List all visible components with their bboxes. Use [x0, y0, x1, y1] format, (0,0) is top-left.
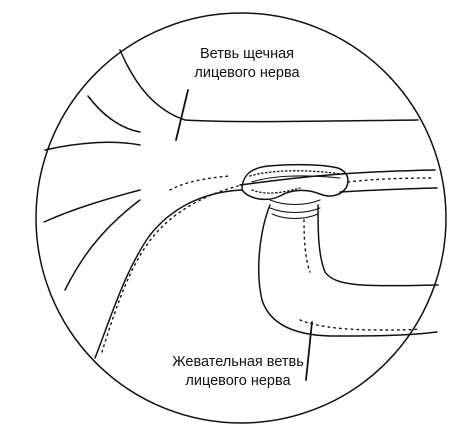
- label-masseteric-line1: Жевательная ветвь: [172, 354, 304, 370]
- nerve-branch-left-lower: [64, 199, 141, 291]
- hatching-trunk-lower: [101, 185, 239, 353]
- clamp-body: [241, 163, 349, 201]
- leader-line-masseteric: [305, 321, 313, 381]
- ligature-band-1: [269, 199, 321, 206]
- nerve-trunk-upper-edge: [119, 49, 419, 123]
- hatching-masseteric-outer: [299, 319, 421, 331]
- clamp-inner-line: [251, 175, 341, 183]
- label-buccal-branch: Ветвь щечная лицевого нерва: [172, 45, 322, 83]
- hatching-trunk-upper: [169, 175, 231, 191]
- vessel-lower-edge: [339, 187, 438, 193]
- label-masseteric-line2: лицевого нерва: [185, 373, 291, 389]
- leader-line-buccal: [175, 89, 189, 141]
- nerve-trunk-lower-edge: [94, 189, 243, 359]
- clamp-hatching-lower: [251, 187, 301, 194]
- field-of-view-circle: [35, 12, 447, 424]
- clamp-hatching: [249, 170, 343, 177]
- label-buccal-line2: лицевого нерва: [194, 65, 300, 81]
- nerve-branch-top-left: [87, 95, 141, 133]
- hatching-vessel-upper: [347, 177, 433, 183]
- hatching-masseteric-inner: [303, 219, 311, 273]
- masseteric-branch-inner: [317, 204, 439, 287]
- hatching-top-left: [89, 97, 133, 131]
- nerve-branch-left-middle: [43, 189, 141, 223]
- label-masseteric-branch: Жевательная ветвь лицевого нерва: [140, 353, 336, 391]
- nerve-branch-left-upper: [44, 141, 141, 151]
- masseteric-branch-outer: [258, 204, 438, 337]
- label-buccal-line1: Ветвь щечная: [199, 46, 294, 62]
- ligature-band-3: [271, 213, 319, 220]
- ligature-band-2: [269, 207, 321, 214]
